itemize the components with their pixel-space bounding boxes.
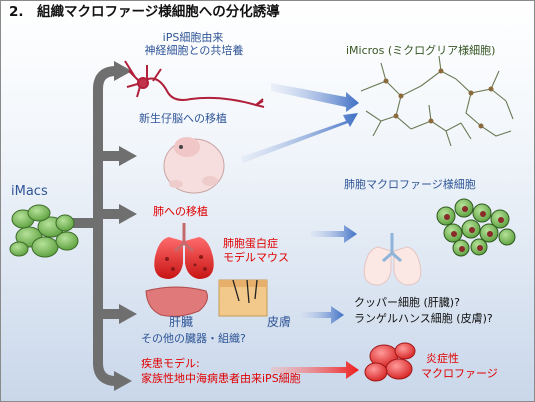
healthy-lungs-illustration — [363, 233, 422, 286]
diseased-lungs-illustration — [154, 223, 214, 279]
inflammatory-line1: 炎症性 — [426, 352, 459, 365]
imicros-label: iMicros (ミクログリア様細胞) — [346, 44, 496, 57]
skin-label: 皮膚 — [267, 315, 292, 329]
alveolar-macrophage-label: 肺胞マクロファージ様細胞 — [344, 178, 476, 191]
arrow-to-kupffer-langerhans — [301, 306, 344, 324]
arrow-to-alveolar — [311, 225, 357, 243]
neonatal-pup-illustration — [163, 137, 225, 194]
langerhans-label: ランゲルハンス細胞 (皮膚)? — [354, 312, 493, 325]
imacs-label: iMacs — [11, 184, 48, 199]
inflammatory-macrophage-cells — [364, 342, 416, 382]
arrow-to-inflammatory — [271, 361, 359, 379]
ips-coculture-line1: iPS細胞由来 — [162, 31, 224, 44]
page-title: 2. 組織マクロファージ様細胞への分化誘導 — [9, 4, 280, 20]
microglia-somas — [383, 68, 494, 129]
arrow-to-imicros — [271, 83, 359, 112]
pap-model-line2: モデルマウス — [223, 251, 289, 264]
lung-transplant-label: 肺への移植 — [153, 205, 208, 218]
branch-connector — [71, 66, 121, 386]
liver-label: 肝臓 — [169, 315, 194, 329]
skin-illustration — [218, 279, 268, 317]
arrow-neonatal-to-imicros — [241, 113, 358, 163]
kupffer-label: クッパー細胞 (肝臓)? — [354, 296, 460, 309]
alveolar-macrophage-cluster — [436, 198, 516, 257]
neuron-illustration — [124, 60, 265, 108]
inflammatory-line2: マクロファージ — [421, 367, 498, 380]
disease-model-line2: 家族性地中海病患者由来iPS細胞 — [141, 372, 301, 385]
other-organs-label: その他の臓器・組織? — [141, 332, 246, 345]
liver-illustration — [145, 286, 208, 317]
disease-model-line1: 疾患モデル: — [141, 357, 200, 370]
imacs-cell-cluster — [9, 204, 79, 258]
neonatal-label: 新生仔脳への移植 — [139, 112, 227, 125]
branch-arrowheads — [114, 61, 137, 391]
alveolar-macrophage-nuclei — [444, 206, 504, 252]
microglia-illustration — [360, 55, 514, 147]
ips-coculture-line2: 神経細胞との共培養 — [144, 44, 244, 57]
pap-model-line1: 肺胞蛋白症 — [223, 237, 278, 250]
